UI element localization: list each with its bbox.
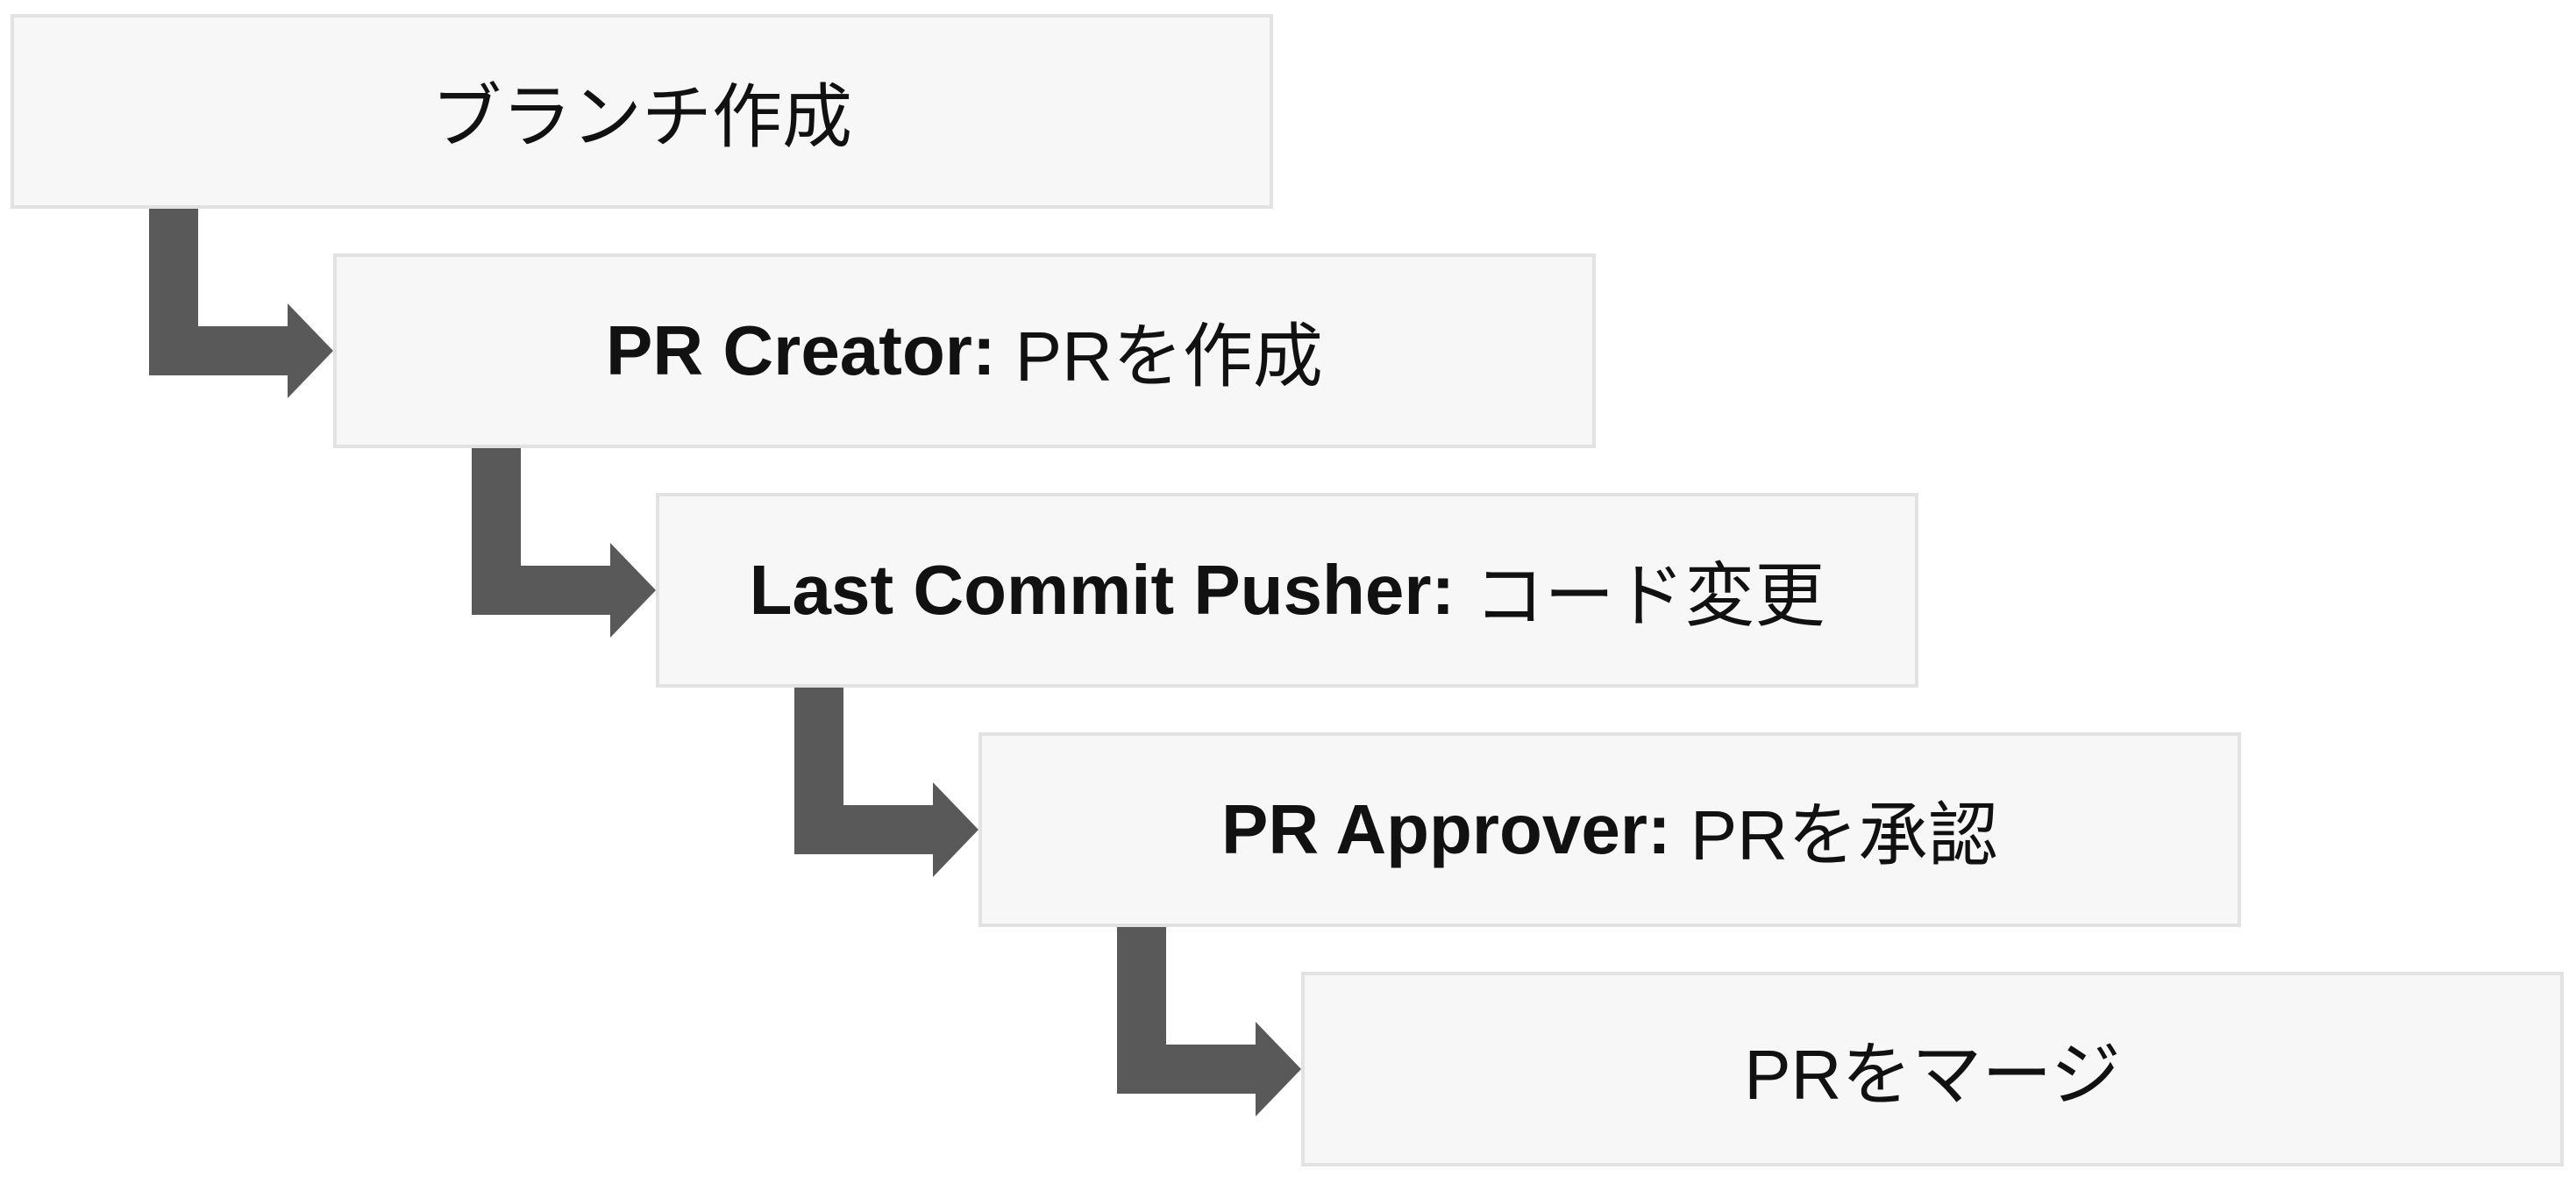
step-merge-pr: PRをマージ: [1301, 972, 2564, 1166]
step-action-label: PRを承認: [1670, 796, 1998, 874]
step-action-label: PRをマージ: [1744, 1036, 2121, 1114]
step-role-label: PR Creator:: [606, 311, 996, 389]
step-role-label: Last Commit Pusher:: [749, 551, 1455, 629]
elbow-arrow-icon: [1117, 927, 1301, 1116]
elbow-arrow-icon: [472, 448, 656, 638]
elbow-arrow-icon: [149, 209, 333, 398]
step-action-label: ブランチ作成: [431, 78, 852, 156]
step-pr-creator: PR Creator: PRを作成: [333, 253, 1596, 448]
step-action-label: PRを作成: [995, 317, 1323, 396]
step-create-branch: ブランチ作成: [11, 14, 1273, 209]
elbow-arrow-icon: [794, 688, 978, 877]
step-last-commit-pusher: Last Commit Pusher: コード変更: [656, 493, 1918, 688]
step-action-label: コード変更: [1455, 557, 1825, 635]
step-role-label: PR Approver:: [1220, 790, 1671, 868]
step-pr-approver: PR Approver: PRを承認: [978, 732, 2241, 927]
